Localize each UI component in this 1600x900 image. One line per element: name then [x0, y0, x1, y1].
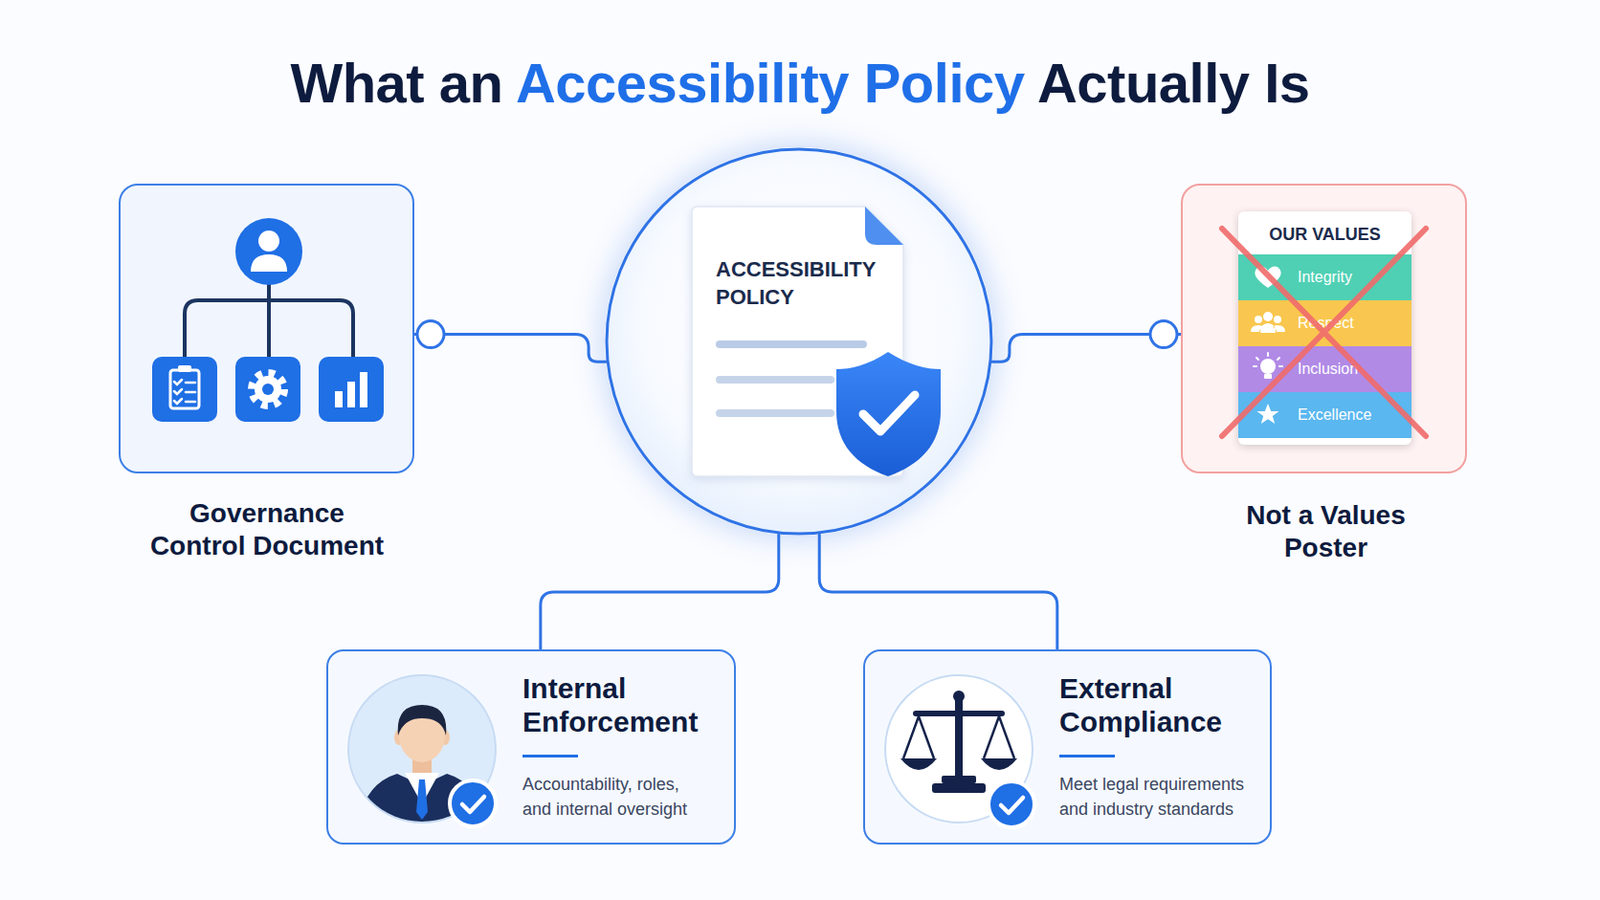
governance-illustration	[120, 185, 417, 476]
person-circle	[235, 218, 303, 286]
value-item: Respect	[1297, 300, 1408, 347]
avatar-tie	[416, 779, 428, 821]
bar-chart-bar	[359, 372, 368, 408]
document-fold	[865, 206, 904, 245]
avatar-hair	[398, 705, 447, 736]
title-wrap: What an Accessibility Policy Actually Is	[0, 49, 1600, 117]
connector-line	[992, 334, 1181, 363]
box-body: Accountability, roles, and internal over…	[522, 772, 710, 823]
compliance-box: External ComplianceMeet legal requiremen…	[863, 649, 1272, 845]
value-stripe	[1238, 300, 1412, 347]
document-title: ACCESSIBILITY POLICY	[715, 256, 889, 312]
check-mark	[1000, 798, 1023, 814]
clipboard-clip	[177, 365, 192, 373]
box-heading: Internal Enforcement	[522, 672, 714, 739]
connector-line	[540, 534, 779, 650]
heading-underline	[1059, 755, 1115, 758]
people-icon	[1263, 311, 1273, 322]
bulb-base	[1264, 374, 1272, 379]
scale-base	[941, 776, 977, 784]
check-mark	[462, 797, 485, 813]
icon-tile	[318, 356, 384, 423]
diagram-title: What an Accessibility Policy Actually Is	[289, 49, 1310, 117]
box-heading: External Compliance	[1059, 672, 1251, 739]
document-line	[715, 340, 867, 349]
box-caption: Not a Values Poster	[1211, 499, 1441, 564]
gear-hole	[262, 383, 274, 396]
shield-check	[863, 395, 915, 432]
person-head	[258, 230, 280, 252]
scale-beam	[912, 711, 1005, 717]
value-stripe	[1238, 254, 1412, 301]
gear-teeth	[251, 373, 285, 406]
box-caption: Governance Control Document	[143, 497, 391, 562]
value-stripe	[1238, 392, 1412, 439]
check-badge	[988, 781, 1035, 828]
bar-chart-bar	[334, 391, 343, 408]
enforcement-box: Internal EnforcementAccountability, role…	[326, 649, 736, 845]
people-icon	[1254, 315, 1263, 324]
governance-box: Governance Control Document	[118, 183, 415, 474]
document-line	[715, 409, 835, 418]
poster-heading: OUR VALUES	[1238, 223, 1412, 245]
person-body	[250, 254, 288, 272]
gear-body	[254, 376, 282, 403]
policy-illustration	[604, 147, 994, 536]
box-body: Meet legal requirements and industry sta…	[1059, 772, 1266, 823]
connector-line	[819, 534, 1058, 650]
values-box: Not a Values Poster OUR VALUESIntegrityR…	[1180, 183, 1467, 474]
connector-endpoint	[417, 321, 445, 349]
checklist-marks	[174, 379, 196, 404]
bar-chart-bar	[347, 381, 356, 408]
policy-circle-node: ACCESSIBILITY POLICY	[604, 147, 994, 536]
icon-tile	[152, 356, 218, 423]
heading-underline	[522, 755, 578, 758]
value-item: Integrity	[1297, 254, 1408, 301]
scale-pan	[900, 758, 937, 771]
value-stripe	[1238, 346, 1412, 393]
shield-icon	[836, 352, 941, 477]
bulb-rays	[1253, 353, 1283, 367]
value-item: Excellence	[1297, 392, 1408, 439]
policy-circle	[606, 149, 992, 534]
value-item: Inclusion	[1297, 346, 1408, 393]
scale-chains	[903, 716, 1015, 759]
people-icon	[1273, 315, 1282, 324]
bulb-icon	[1260, 358, 1276, 375]
scale-base	[932, 783, 986, 794]
connector-endpoint	[1150, 321, 1178, 349]
icon-tile	[235, 356, 301, 423]
heart-icon	[1254, 266, 1281, 289]
document-line	[715, 376, 835, 384]
values-poster: OUR VALUES IntegrityRespectInclusionExcel…	[1238, 211, 1412, 445]
scale-pan	[980, 758, 1018, 771]
clipboard-icon	[170, 370, 200, 409]
org-tree-lines	[184, 284, 354, 357]
check-badge	[449, 780, 496, 827]
star-icon	[1257, 403, 1280, 424]
people-icon	[1250, 323, 1286, 334]
connector-line	[414, 334, 606, 363]
